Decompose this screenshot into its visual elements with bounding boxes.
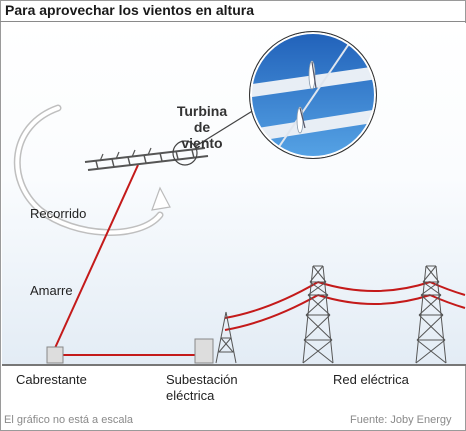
scale-note: El gráfico no está a escala: [4, 414, 134, 426]
turbine-label-line2: de viento: [181, 119, 223, 151]
small-pylon: [215, 311, 237, 364]
substation-label-line1: Subestación: [166, 372, 238, 387]
transmission-tower-1: [302, 265, 334, 364]
flight-direction-arrow: [151, 186, 171, 211]
zoom-source-circle: [172, 140, 198, 166]
substation-box: [194, 338, 214, 364]
path-label: Recorrido: [30, 206, 87, 221]
substation-label: Subestación eléctrica: [166, 372, 238, 404]
turbine-label-line1: Turbina: [176, 103, 228, 119]
winch-box: [46, 346, 64, 364]
zoom-connector: [195, 109, 255, 147]
grid-label: Red eléctrica: [333, 372, 409, 387]
title-divider: [0, 21, 466, 22]
turbine-aircraft: [84, 147, 209, 171]
turbine-label: Turbina de viento: [172, 103, 232, 151]
ground-line: [2, 364, 466, 366]
power-cables: [57, 281, 466, 356]
turbine-zoom-view: [249, 31, 377, 159]
tether-cable: [54, 164, 139, 349]
diagram-title: Para aprovechar los vientos en altura: [5, 2, 254, 18]
source-credit: Fuente: Joby Energy: [350, 414, 452, 426]
transmission-tower-2: [415, 265, 447, 364]
sky-background: [2, 23, 466, 364]
substation-label-line2: eléctrica: [166, 388, 215, 403]
flight-path-loop: [13, 104, 171, 236]
tether-label: Amarre: [30, 283, 73, 298]
winch-label: Cabrestante: [16, 372, 87, 387]
